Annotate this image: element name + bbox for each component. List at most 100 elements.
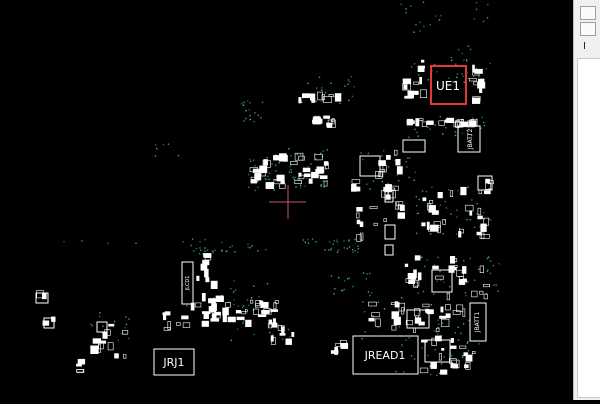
pad-dot [365, 278, 367, 280]
pad-dot [466, 282, 468, 284]
pad-dot [433, 330, 436, 332]
pad-dot [466, 129, 468, 132]
footprint [430, 226, 438, 231]
footprint [203, 253, 212, 258]
pad-dot [442, 233, 444, 235]
pad-dot [426, 259, 428, 261]
pad-dot [348, 80, 351, 83]
pad-dot [401, 297, 403, 299]
pad-dot [241, 306, 244, 309]
side-panel: I [573, 0, 600, 400]
footprint [465, 362, 471, 370]
pad-dot [439, 270, 441, 273]
pad-dot [249, 102, 251, 104]
footprint [403, 84, 408, 90]
footprint [279, 183, 286, 189]
panel-button-2[interactable] [580, 22, 596, 36]
board-view[interactable]: UE1 JRJ1 JREAD1 JBATT2 JBATT1 JLCD1 [0, 0, 573, 400]
pad-dot [461, 356, 464, 358]
pad-dot [326, 149, 328, 151]
pad-dot [419, 30, 421, 32]
footprint [236, 316, 245, 321]
pad-dot [436, 280, 438, 282]
pad-dot [394, 154, 396, 156]
footprint [214, 312, 221, 319]
footprint [483, 283, 490, 288]
pad-dot [450, 355, 453, 357]
pad-dot [443, 281, 445, 283]
pad-dot [271, 163, 273, 165]
pad-dot [449, 286, 451, 288]
footprint [401, 307, 405, 315]
footprint [201, 292, 206, 302]
pad-dot [260, 117, 262, 119]
footprint [415, 315, 419, 320]
pad-dot [433, 293, 435, 295]
pad-dot [471, 135, 473, 137]
footprint [406, 120, 415, 124]
pad-dot [261, 101, 264, 104]
pad-dot [300, 186, 302, 189]
pad-dot [91, 324, 93, 327]
footprint [449, 255, 456, 264]
footprint [440, 369, 448, 375]
footprint [108, 323, 115, 327]
pad-dot [466, 60, 468, 62]
pcb-board-canvas[interactable]: UE1 JRJ1 JREAD1 JBATT2 JBATT1 JLCD1 [0, 0, 573, 400]
footprint [450, 337, 454, 343]
pad-dot [90, 323, 92, 326]
footprint [485, 178, 491, 184]
footprint [245, 309, 248, 313]
component-ue1[interactable]: UE1 [430, 65, 467, 105]
footprint [467, 120, 475, 128]
pad-dot [478, 343, 480, 345]
pad-dot [246, 299, 249, 301]
pad-dot [343, 280, 346, 282]
pad-dot [425, 190, 428, 193]
pad-dot [406, 166, 408, 168]
component-jrj1[interactable]: JRJ1 [153, 348, 195, 376]
pad-dot [125, 316, 127, 318]
component-jbatt1[interactable]: JBATT1 [469, 302, 487, 342]
footprint [444, 119, 452, 123]
footprint [210, 280, 218, 290]
footprint-outline [96, 321, 108, 333]
pad-dot [361, 338, 363, 340]
pad-dot [296, 153, 298, 156]
pad-dot [253, 333, 255, 336]
pad-dot [352, 285, 354, 288]
jbatt2-label: JBATT2 [467, 129, 474, 151]
pad-dot [206, 249, 209, 251]
pad-dot [465, 59, 468, 61]
pad-dot [293, 178, 296, 180]
footprint [479, 88, 483, 93]
footprint [268, 319, 272, 325]
pad-dot [431, 186, 433, 188]
footprint [472, 72, 480, 76]
pad-dot [471, 199, 473, 201]
pad-dot [352, 249, 354, 251]
component-jlcd[interactable]: JLCD1 [181, 261, 194, 305]
pad-dot [405, 11, 407, 14]
pad-dot [457, 339, 460, 341]
pad-dot [413, 63, 416, 65]
pad-dot [467, 350, 470, 352]
net-list-panel[interactable] [577, 58, 600, 398]
footprint [397, 204, 403, 210]
component-jbatt2[interactable]: JBATT2 [457, 125, 481, 153]
footprint [263, 308, 272, 315]
pad-dot [483, 124, 486, 127]
pad-dot [273, 189, 275, 191]
footprint [479, 265, 485, 273]
footprint [303, 173, 311, 178]
pad-dot [437, 319, 439, 321]
footprint [356, 212, 360, 219]
footprint-outline [406, 309, 430, 329]
footprint [76, 363, 82, 367]
pad-dot [429, 233, 432, 235]
pad-dot [418, 74, 420, 76]
component-jread1[interactable]: JREAD1 [352, 335, 419, 375]
pad-dot [204, 250, 206, 252]
panel-button[interactable] [580, 6, 596, 20]
pad-dot [448, 77, 450, 79]
